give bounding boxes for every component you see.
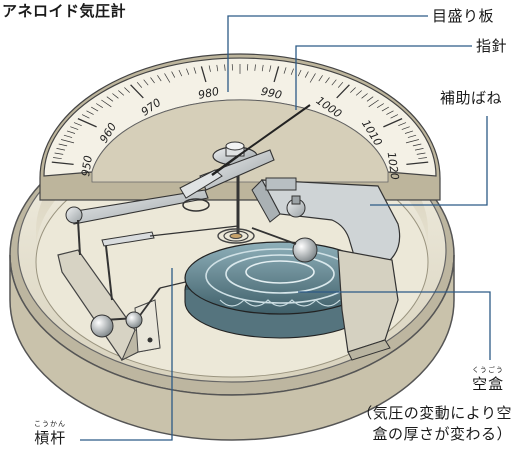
leader-lines [80, 15, 491, 441]
dial-minor-tick [70, 126, 79, 130]
kanji-lever-2: 杆 [50, 429, 66, 447]
dial-minor-tick [63, 134, 73, 138]
dial-minor-tick [91, 106, 99, 112]
label-support-spring: 補助ばね [440, 89, 503, 107]
capsule [184, 241, 376, 339]
dial-minor-tick [405, 139, 419, 144]
ruby-lever-2: かん [50, 420, 66, 428]
dial-minor-tick [136, 81, 143, 88]
dial-minor-tick [269, 65, 272, 72]
dial-minor-tick [171, 71, 176, 78]
dial-minor-tick [337, 81, 344, 88]
lever-assembly [65, 189, 301, 338]
dial-minor-tick [390, 114, 399, 119]
dial-major-tick [336, 84, 350, 99]
capsule-note: （気圧の変動により空 盒の厚さが変わる） [330, 403, 512, 445]
dial-minor-tick [283, 67, 287, 74]
dial-major-tick [273, 66, 280, 83]
dial-minor-tick [377, 103, 384, 108]
dial-minor-tick [412, 143, 422, 147]
dial-minor-tick [418, 157, 427, 160]
dial-minor-tick [368, 99, 379, 108]
label-pointer: 指針 [476, 37, 508, 55]
dial-minor-tick [309, 73, 316, 83]
kanji-capsule-1: 空 [472, 375, 488, 393]
capsule-note-line2: 盒の厚さが変わる） [372, 425, 512, 443]
dial-minor-tick [297, 69, 302, 77]
dial-minor-tick [304, 71, 309, 78]
dial-label-950: 950 [79, 155, 95, 178]
dial-minor-tick [178, 69, 183, 77]
dial-major-tick [200, 66, 207, 83]
dial-minor-tick [118, 90, 125, 96]
dial-minor-tick [290, 68, 294, 75]
dial-minor-tick [66, 130, 76, 134]
dial-minor-tick [325, 77, 330, 84]
support-spring [251, 177, 401, 361]
dial-minor-tick [54, 152, 64, 155]
ruby-lever-1: こう [34, 420, 50, 428]
dial-minor-tick [224, 64, 226, 71]
dial-minor-tick [56, 148, 66, 151]
dial-minor-tick [350, 87, 356, 93]
dial-minor-tick [58, 143, 68, 147]
dial-minor-tick [193, 67, 197, 74]
dial-minor-tick [331, 79, 337, 86]
dial-label-1020: 1020 [385, 151, 402, 181]
dial-minor-tick [355, 90, 362, 96]
dial-major-tick [77, 118, 97, 128]
dial-minor-tick [186, 68, 190, 75]
dial-label-980: 980 [197, 85, 220, 102]
dial-minor-tick [106, 96, 114, 102]
dial-minor-tick [407, 134, 417, 138]
dial-minor-tick [53, 157, 62, 160]
dial-ticks [51, 64, 429, 166]
dial-minor-tick [143, 79, 149, 86]
label-capsule: くう空 ごう盒 [472, 366, 504, 393]
dial-minor-tick [386, 110, 394, 115]
dial-major-tick [383, 118, 403, 128]
dial-minor-tick [81, 114, 90, 119]
dial-minor-tick [96, 103, 103, 108]
dial-minor-tick [404, 130, 414, 134]
dial-minor-tick [216, 64, 219, 72]
ruby-capsule-2: ごう [487, 366, 504, 374]
dial-minor-tick [208, 65, 211, 72]
dial-minor-tick [398, 122, 407, 127]
label-dial-plate: 目盛り板 [432, 7, 495, 25]
dial-minor-tick [101, 99, 112, 108]
pointer-needle [211, 104, 311, 177]
dial-minor-tick [366, 96, 374, 102]
capsule-note-line1: （気圧の変動により空 [357, 404, 512, 422]
dial-minor-tick [414, 148, 424, 151]
dial-major-tick [130, 84, 144, 99]
dial-minor-tick [61, 139, 75, 144]
kanji-capsule-2: 盒 [488, 375, 504, 393]
dial-minor-tick [124, 87, 130, 93]
dial-major-tick [406, 161, 429, 166]
dial-minor-tick [112, 93, 119, 99]
dial-minor-tick [254, 64, 256, 71]
dial-minor-tick [261, 64, 264, 72]
dial-minor-tick [416, 152, 426, 155]
dial-major-tick [51, 161, 74, 166]
dial-minor-tick [86, 110, 94, 115]
dial-minor-tick [361, 93, 368, 99]
ruby-capsule-1: くう [472, 366, 488, 374]
dial-minor-tick [164, 73, 171, 83]
diagram-title: アネロイド気圧計 [2, 2, 127, 20]
dial-minor-tick [157, 75, 162, 82]
dial-minor-tick [318, 75, 323, 82]
dial-minor-tick [401, 126, 410, 130]
label-lever: こう槓 かん杆 [34, 420, 66, 447]
dial-minor-tick [150, 77, 155, 84]
dial-label-990: 990 [260, 85, 283, 102]
dial-minor-tick [73, 122, 82, 127]
dial-minor-tick [381, 106, 389, 112]
kanji-lever-1: 槓 [34, 429, 50, 447]
